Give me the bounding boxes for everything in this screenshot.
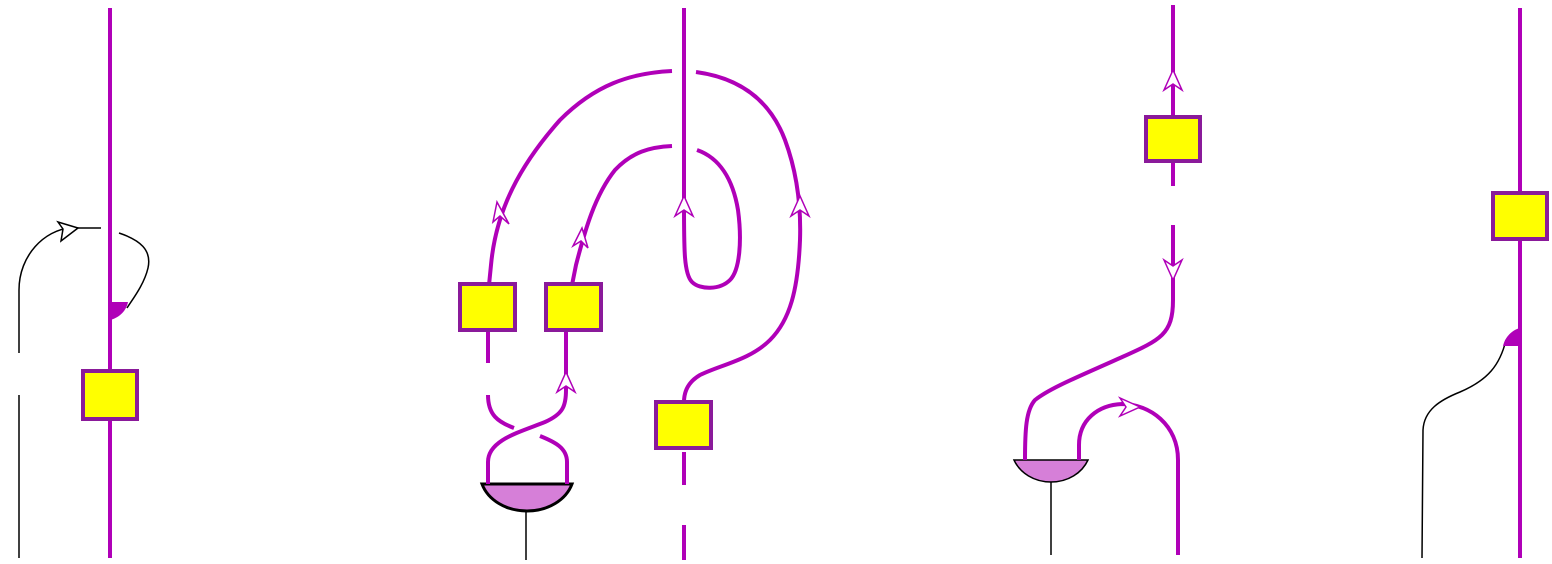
magenta-wire-s-curve bbox=[1023, 225, 1175, 461]
arrow-head-icon bbox=[789, 194, 811, 219]
cup-shape bbox=[1012, 459, 1090, 483]
arrow-head-icon bbox=[491, 199, 510, 225]
magenta-wire-outer-arc bbox=[487, 69, 673, 286]
morphism-box bbox=[1144, 115, 1202, 163]
cup-shape bbox=[479, 482, 575, 513]
thin-wire-rising bbox=[1421, 339, 1507, 559]
attachment-cap bbox=[110, 302, 128, 320]
magenta-wire-cross-b-upper bbox=[486, 394, 515, 430]
panel-4 bbox=[1421, 8, 1549, 559]
thin-wire-loop-right bbox=[118, 232, 150, 309]
arrow-head-icon bbox=[1162, 257, 1184, 282]
attachment-cap bbox=[1503, 328, 1520, 346]
thin-wire-loop-left bbox=[18, 227, 101, 353]
magenta-wire-cup-arc bbox=[1077, 402, 1180, 555]
panel-3 bbox=[1012, 5, 1202, 555]
magenta-wire-inner-arc-right bbox=[682, 148, 742, 290]
morphism-box bbox=[544, 282, 603, 332]
magenta-wire-inner-arc bbox=[570, 144, 673, 286]
arrow-head-icon bbox=[673, 194, 695, 219]
magenta-wire-cross-a bbox=[486, 332, 568, 484]
panel-1 bbox=[18, 8, 150, 558]
panel-2 bbox=[458, 8, 811, 560]
arrow-head-icon bbox=[571, 225, 589, 249]
morphism-box bbox=[81, 369, 139, 421]
morphism-box bbox=[1491, 191, 1549, 241]
magenta-wire-cross-b bbox=[539, 434, 569, 484]
magenta-wire-outer-arc-right bbox=[682, 70, 803, 403]
arrow-head-icon bbox=[1162, 68, 1184, 93]
morphism-box bbox=[654, 400, 713, 450]
arrow-head-icon bbox=[56, 220, 80, 243]
arrow-head-icon bbox=[555, 370, 577, 395]
morphism-box bbox=[458, 282, 517, 332]
arrow-head-icon bbox=[1117, 396, 1142, 418]
